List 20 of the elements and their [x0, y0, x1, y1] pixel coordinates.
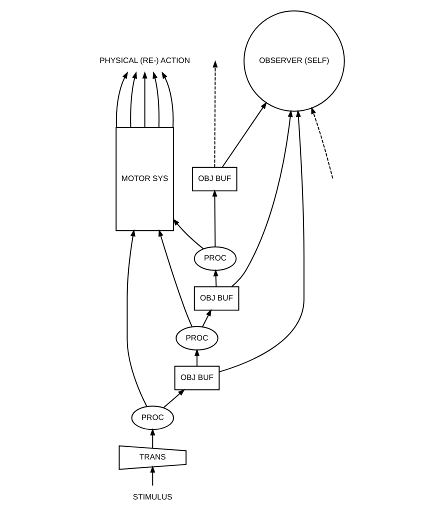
- arrow: [310, 106, 333, 179]
- arrow: [115, 72, 128, 128]
- arrow: [161, 72, 174, 128]
- arrow: [172, 218, 204, 250]
- arrow: [221, 102, 266, 168]
- arrow: [150, 428, 155, 449]
- arrow: [126, 229, 147, 407]
- arrow: [162, 389, 185, 408]
- arrow: [212, 60, 218, 168]
- arrow: [158, 229, 192, 328]
- arrow: [142, 71, 147, 128]
- arrow: [152, 71, 159, 128]
- arrow: [218, 110, 304, 372]
- arrow: [201, 308, 212, 328]
- arrow: [150, 465, 155, 486]
- arrow: [130, 71, 136, 128]
- arrow: [212, 189, 217, 248]
- arrow: [230, 110, 292, 288]
- arrow: [194, 348, 200, 367]
- arrow: [212, 269, 218, 288]
